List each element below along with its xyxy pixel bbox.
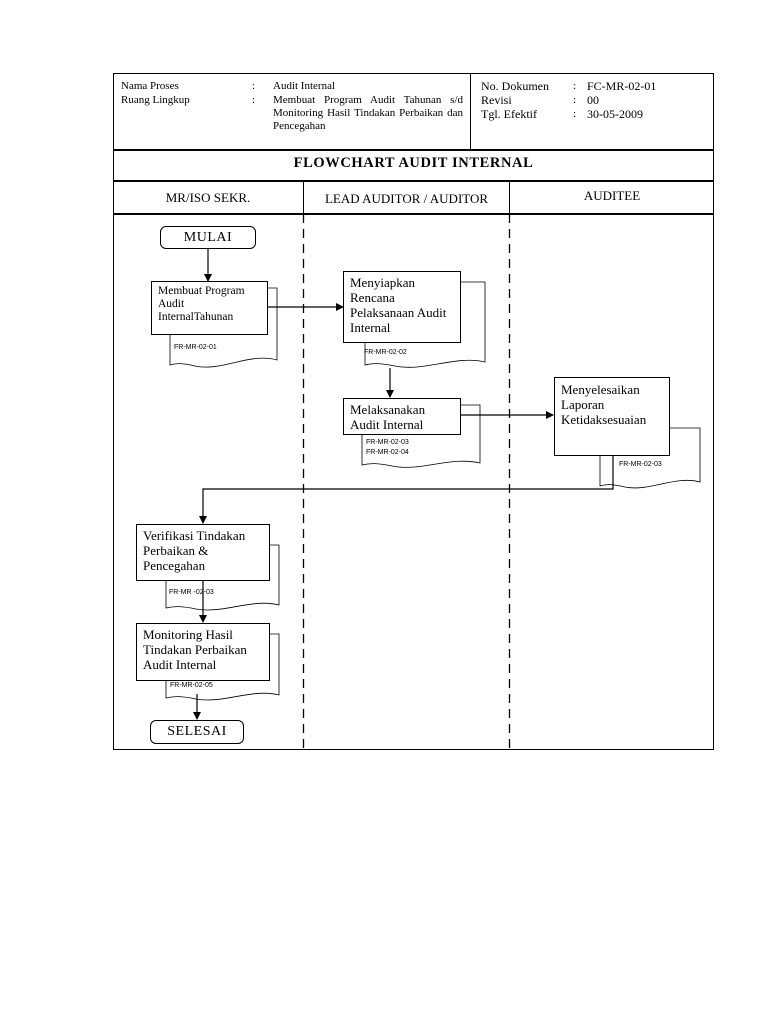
document-header — [113, 73, 714, 150]
doc-code: FR-MR-02-05 — [170, 682, 213, 689]
doc-code: FR-MR-02-01 — [174, 344, 217, 351]
label-revisi: Revisi — [481, 93, 512, 107]
start-terminal: MULAI — [160, 226, 256, 249]
colon: : — [252, 94, 256, 106]
label-nama-proses: Nama Proses — [121, 80, 179, 92]
arrow — [199, 456, 614, 524]
colon: : — [573, 108, 577, 120]
colon: : — [573, 94, 577, 106]
colon: : — [573, 80, 577, 92]
doc-code: FR-MR -02-03 — [169, 589, 214, 596]
label-tgl-efektif: Tgl. Efektif — [481, 107, 537, 121]
header-divider — [470, 73, 472, 150]
value-no-dokumen: FC-MR-02-01 — [587, 79, 657, 93]
end-terminal: SELESAI — [150, 720, 244, 744]
step-membuat-program: Membuat Program Audit InternalTahunan — [151, 281, 268, 335]
doc-code: FR-MR-02-02 — [364, 349, 407, 356]
value-tgl-efektif: 30-05-2009 — [587, 107, 643, 121]
step-melaksanakan-audit: Melaksanakan Audit Internal — [343, 398, 461, 435]
label-ruang-lingkup: Ruang Lingkup — [121, 94, 190, 106]
flowchart-title: FLOWCHART AUDIT INTERNAL — [293, 155, 534, 171]
step-menyelesaikan-laporan: Menyelesaikan Laporan Ketidaksesuaian — [554, 377, 670, 456]
lane-title-lead-auditor: LEAD AUDITOR / AUDITOR — [324, 191, 489, 206]
doc-code: FR-MR-02-03 — [619, 461, 662, 468]
label-no-dokumen: No. Dokumen — [481, 79, 549, 93]
step-menyiapkan-rencana: Menyiapkan Rencana Pelaksanaan Audit Int… — [343, 271, 461, 343]
lane-header-sep-2 — [509, 181, 511, 213]
step-verifikasi-tindakan: Verifikasi Tindakan Perbaikan & Pencegah… — [136, 524, 270, 581]
lane-title-auditee: AUDITEE — [583, 188, 641, 203]
doc-code: FR-MR-02-04 — [366, 449, 409, 456]
value-revisi: 00 — [587, 93, 599, 107]
lane-header-sep-1 — [303, 181, 305, 213]
step-monitoring-hasil: Monitoring Hasil Tindakan Perbaikan Audi… — [136, 623, 270, 681]
doc-code: FR-MR-02-03 — [366, 439, 409, 446]
colon: : — [252, 80, 256, 92]
value-ruang-lingkup: Membuat Program Audit Tahunan s/d Monito… — [273, 94, 463, 132]
value-nama-proses: Audit Internal — [273, 80, 336, 92]
lane-title-mr-iso: MR/ISO SEKR. — [165, 190, 251, 205]
title-divider — [113, 180, 714, 182]
lane-header-divider — [113, 213, 714, 215]
